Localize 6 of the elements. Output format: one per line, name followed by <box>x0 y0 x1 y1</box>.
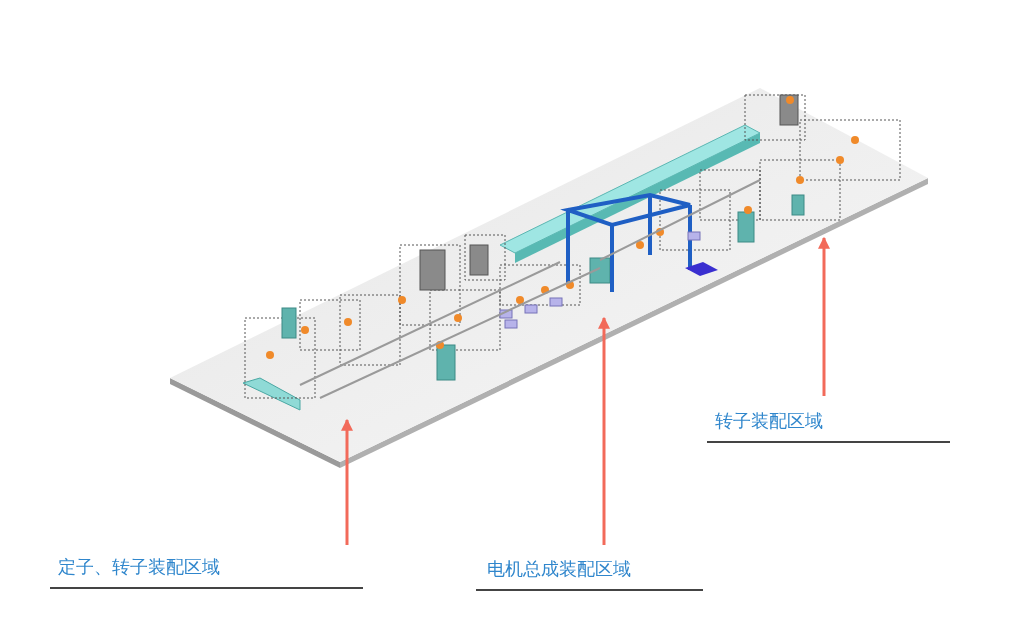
area-label: 电机总成装配区域 <box>476 545 703 591</box>
arrow <box>818 236 830 396</box>
area-label: 定子、转子装配区域 <box>50 545 363 589</box>
arrow <box>341 418 353 545</box>
arrow <box>598 316 610 545</box>
area-label: 转子装配区域 <box>707 396 950 443</box>
